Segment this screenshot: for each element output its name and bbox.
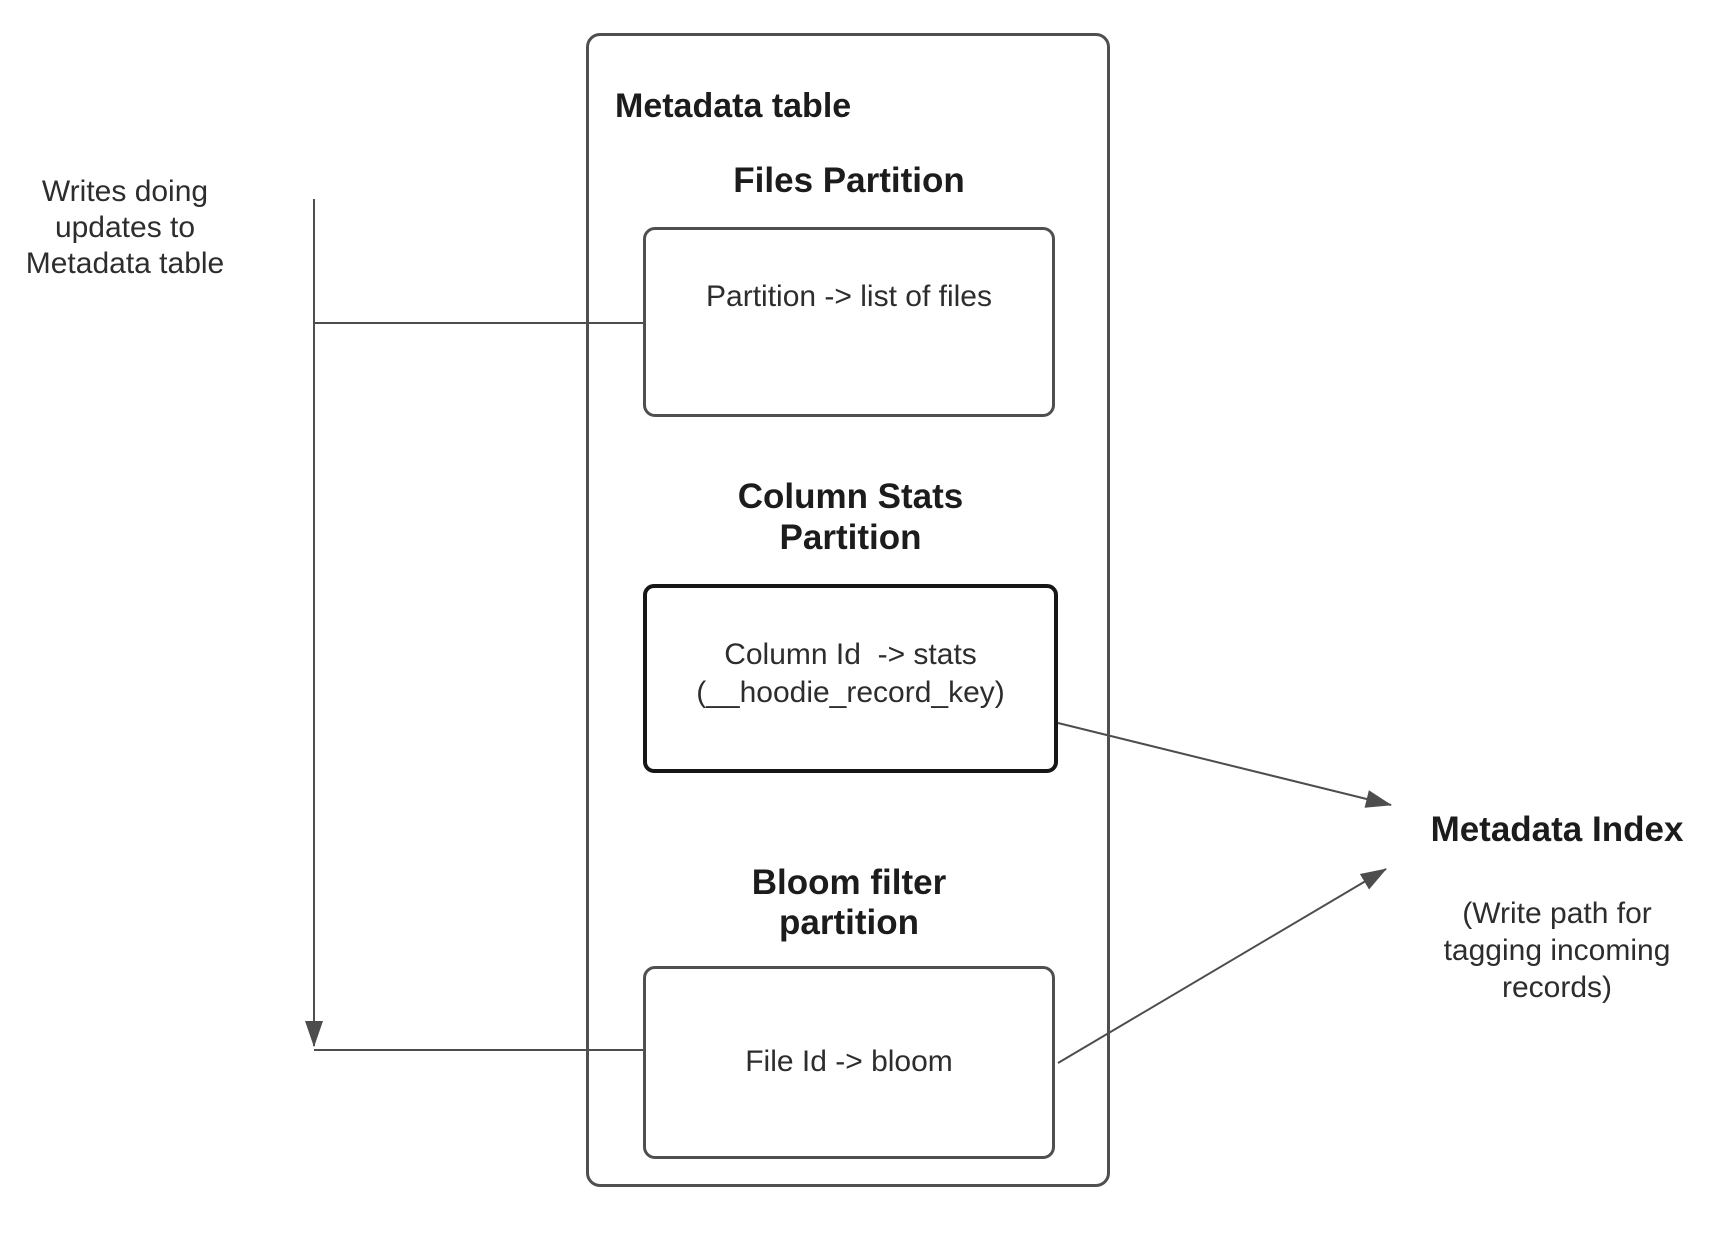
files-partition-mapping: Partition -> list of files [706, 280, 992, 313]
bloom-filter-partition-heading: Bloom filter partition [751, 863, 947, 942]
metadata-table-title: Metadata table [615, 87, 852, 125]
writes-note: Writes doing updates to Metadata table [25, 175, 225, 280]
bloom-filter-partition-box [643, 966, 1055, 1159]
column-stats-partition-box [643, 584, 1058, 773]
metadata-index-title: Metadata Index [1430, 810, 1684, 849]
bloom-to-index-arrow [1057, 868, 1387, 1064]
bloom-filter-partition-mapping: File Id -> bloom [745, 1045, 953, 1078]
column-stats-partition-heading: Column Stats Partition [737, 477, 964, 557]
files-partition-heading: Files Partition [733, 161, 965, 200]
metadata-index-subtitle: (Write path for tagging incoming records… [1443, 897, 1671, 1004]
stats-to-index-arrow [1057, 722, 1392, 808]
files-partition-box [643, 227, 1055, 417]
column-stats-partition-mapping: Column Id -> stats (__hoodie_record_key) [696, 638, 1005, 709]
metadata-table-box [586, 33, 1110, 1187]
